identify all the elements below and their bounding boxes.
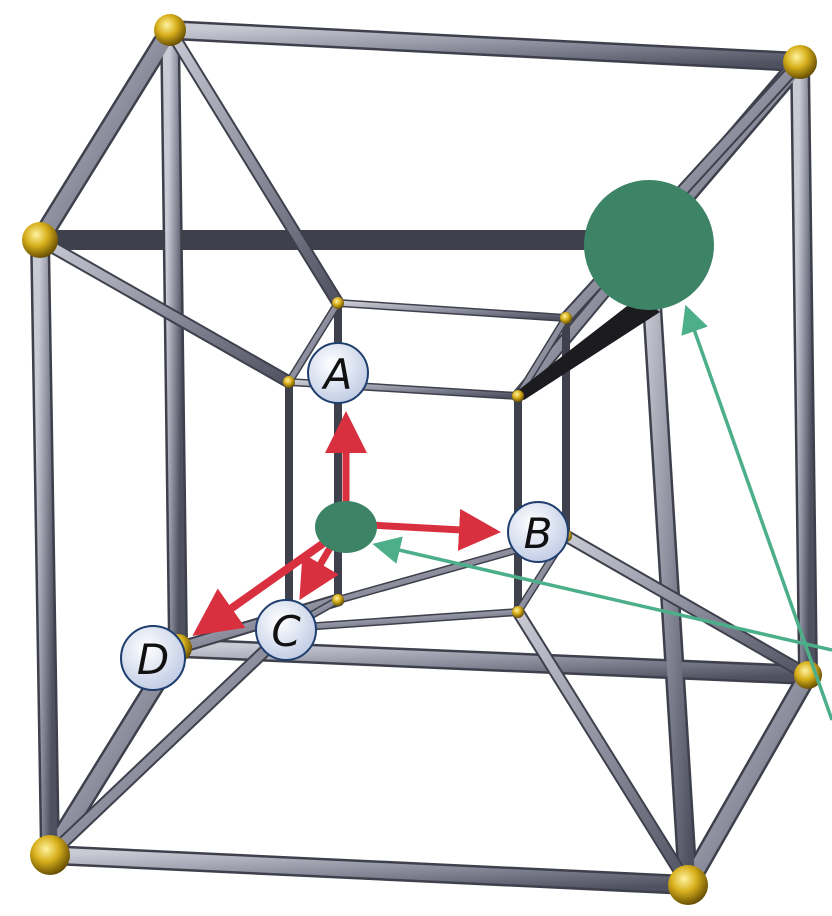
label-a: A [307, 342, 369, 404]
label-a-text: A [321, 350, 353, 399]
pointer-lines [372, 304, 832, 721]
direction-arrows [192, 411, 501, 636]
pointer-to-large-vertex [681, 304, 832, 721]
arrow-c [299, 544, 339, 601]
label-c-text: C [271, 607, 301, 656]
label-d: D [120, 625, 186, 691]
label-b: B [507, 501, 569, 563]
shadow-wedge [516, 296, 660, 400]
origin-vertex [315, 501, 377, 553]
pointer-to-origin [372, 536, 832, 652]
connector-rods [33, 23, 815, 892]
label-b-text: B [524, 509, 553, 558]
arrow-d [192, 536, 332, 636]
label-c: C [255, 599, 317, 661]
arrow-b [366, 508, 501, 551]
label-d-text: D [137, 635, 169, 684]
highlighted-vertex-large [584, 180, 714, 310]
